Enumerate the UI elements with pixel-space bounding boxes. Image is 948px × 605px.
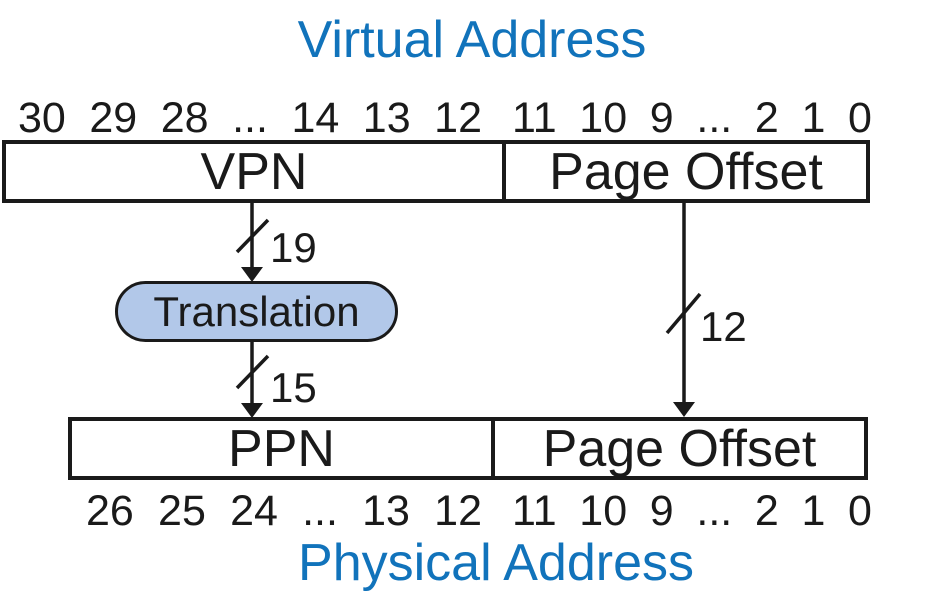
bit-label: 28 (160, 94, 209, 142)
physical-address-title: Physical Address (298, 534, 694, 592)
bit-label: 0 (848, 487, 872, 535)
bit-label: 26 (86, 487, 134, 535)
physical-bit-row-ppn: 26 25 24... 13 12 (86, 490, 482, 533)
bit-label: 12 (434, 94, 482, 142)
bit-label: 11 (512, 94, 557, 142)
bit-label: ... (696, 94, 733, 142)
bit-label: 2 (754, 487, 779, 535)
bus-width-slash (235, 354, 270, 390)
bit-label: 2 (754, 94, 779, 142)
ppn-bus-width-label: 15 (270, 364, 317, 411)
virtual-address-title: Virtual Address (297, 11, 647, 69)
physical-address-box: PPN Page Offset (68, 417, 868, 480)
bit-label: 24 (230, 487, 278, 535)
page-offset-cell-bottom: Page Offset (495, 421, 864, 476)
translation-to-ppn-arrow (235, 341, 270, 418)
bit-label: 11 (512, 487, 557, 535)
bit-label: 12 (434, 487, 482, 535)
translation-label: Translation (153, 287, 360, 335)
vpn-cell: VPN (6, 144, 506, 199)
page-offset-label-top: Page Offset (549, 142, 823, 201)
bus-width-slash (235, 218, 270, 254)
page-offset-label-bottom: Page Offset (542, 419, 817, 478)
bit-label: 10 (579, 94, 628, 142)
bit-label: 13 (362, 487, 410, 535)
vpn-to-translation-arrow (235, 203, 270, 282)
bit-label: 13 (362, 94, 411, 142)
bit-label: 30 (18, 94, 66, 142)
bit-label: 29 (89, 94, 138, 142)
bit-label: 1 (801, 487, 826, 535)
vpn-bus-width-label: 19 (270, 224, 317, 271)
bit-label: 9 (649, 487, 674, 535)
translation-bubble: Translation (115, 281, 398, 342)
bit-label: 9 (649, 94, 674, 142)
offset-bus-width-label: 12 (700, 303, 747, 350)
bit-label: 0 (848, 94, 872, 142)
bit-label: 14 (291, 94, 340, 142)
virtual-bit-row-vpn: 30 29 28... 14 13 12 (18, 97, 482, 140)
bit-label: 10 (579, 487, 628, 535)
bit-label: ... (302, 487, 338, 535)
bus-width-slash (665, 292, 702, 335)
vpn-label: VPN (200, 142, 308, 201)
ppn-cell: PPN (72, 421, 495, 476)
offset-passthrough-arrow (665, 203, 702, 417)
bit-label: ... (232, 94, 268, 142)
ppn-label: PPN (228, 419, 335, 478)
page-offset-cell-top: Page Offset (506, 144, 866, 199)
bit-label: 25 (158, 487, 206, 535)
virtual-address-box: VPN Page Offset (2, 140, 870, 203)
bit-label: 1 (801, 94, 826, 142)
bit-label: ... (696, 487, 733, 535)
